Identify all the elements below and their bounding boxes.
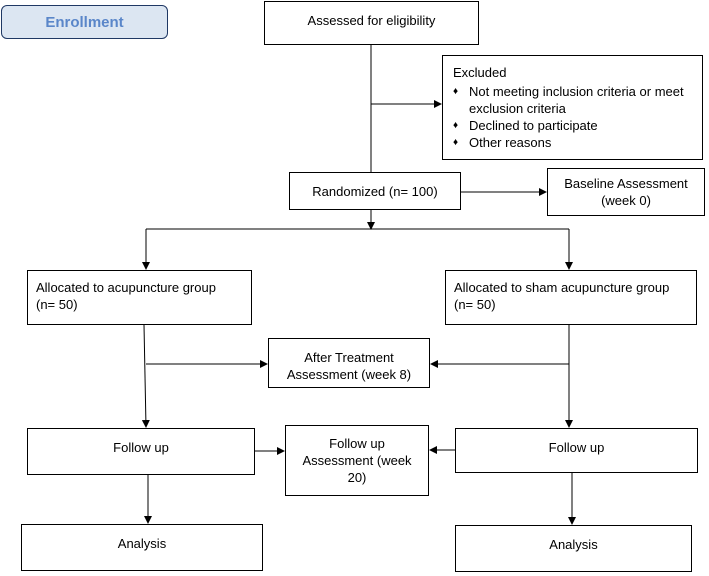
baseline-line1: Baseline Assessment xyxy=(564,176,688,191)
allocated-acupuncture-line2: (n= 50) xyxy=(36,297,78,312)
randomized-text: Randomized (n= 100) xyxy=(312,183,438,199)
analysis-right-text: Analysis xyxy=(549,537,598,552)
allocated-sham-line2: (n= 50) xyxy=(454,297,496,312)
enrollment-label: Enrollment xyxy=(1,5,168,39)
follow-up-assessment-line3: 20) xyxy=(347,470,367,485)
follow-up-left-box: Follow up xyxy=(27,428,255,475)
assessed-text: Assessed for eligibility xyxy=(307,13,436,28)
after-treatment-line1: After Treatment xyxy=(304,350,394,365)
allocated-sham-line1: Allocated to sham acupuncture group xyxy=(454,280,670,295)
baseline-box: Baseline Assessment (week 0) xyxy=(547,168,705,216)
excluded-item: Other reasons xyxy=(453,134,694,151)
baseline-line2: (week 0) xyxy=(601,193,651,208)
randomized-box: Randomized (n= 100) xyxy=(289,172,461,210)
excluded-item: Not meeting inclusion criteria or meet e… xyxy=(453,83,694,117)
follow-up-right-text: Follow up xyxy=(548,440,605,455)
arrow-left-to-followup xyxy=(141,324,150,428)
allocated-acupuncture-box: Allocated to acupuncture group (n= 50) xyxy=(27,270,252,325)
follow-up-left-text: Follow up xyxy=(113,440,169,455)
excluded-list: Not meeting inclusion criteria or meet e… xyxy=(453,83,694,151)
analysis-left-text: Analysis xyxy=(117,536,167,551)
excluded-item: Declined to participate xyxy=(453,117,694,134)
allocated-acupuncture-line1: Allocated to acupuncture group xyxy=(36,280,216,295)
follow-up-right-box: Follow up xyxy=(455,428,698,473)
follow-up-assessment-line2: Assessment (week xyxy=(302,453,412,468)
enrollment-text: Enrollment xyxy=(45,13,124,31)
analysis-left-box: Analysis xyxy=(21,524,263,571)
excluded-box: Excluded Not meeting inclusion criteria … xyxy=(442,55,703,160)
allocated-sham-box: Allocated to sham acupuncture group (n= … xyxy=(445,270,697,325)
after-treatment-box: After Treatment Assessment (week 8) xyxy=(268,338,430,388)
follow-up-assessment-line1: Follow up xyxy=(329,436,385,451)
follow-up-assessment-box: Follow up Assessment (week 20) xyxy=(285,425,429,496)
analysis-right-box: Analysis xyxy=(455,525,692,572)
assessed-box: Assessed for eligibility xyxy=(264,1,479,45)
excluded-title: Excluded xyxy=(453,65,507,80)
after-treatment-line2: Assessment (week 8) xyxy=(286,367,412,382)
